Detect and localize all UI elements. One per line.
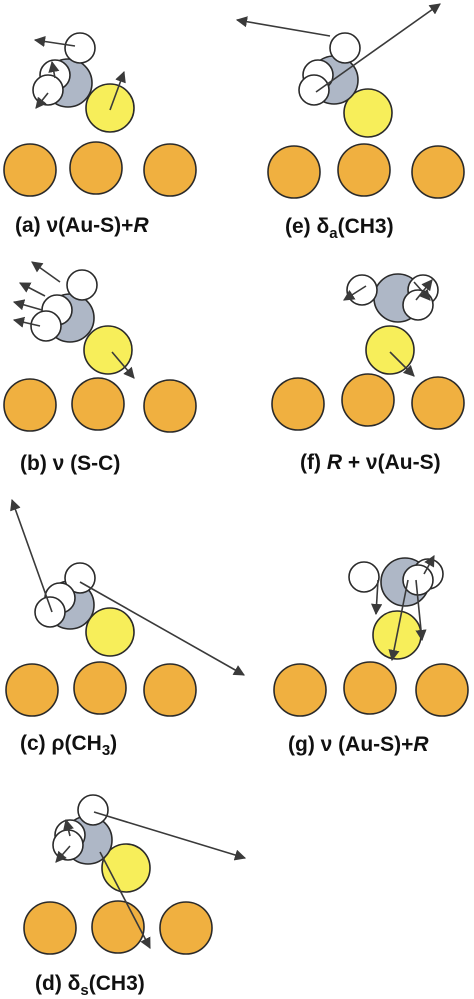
- displacement-arrow: [12, 316, 41, 328]
- panel-label-c: (c) ρ(CH3): [20, 732, 117, 759]
- gold-atom: [3, 143, 57, 197]
- displacement-arrow: [79, 581, 245, 676]
- gold-surface-atoms: [23, 900, 213, 955]
- gold-atom: [73, 661, 127, 715]
- gold-atom: [411, 376, 465, 430]
- displacement-arrow: [93, 811, 247, 861]
- panel-c: (c) ρ(CH3): [5, 498, 245, 759]
- displacement-arrows: [343, 279, 433, 377]
- gold-surface-atoms: [3, 377, 197, 433]
- displacement-arrows: [371, 555, 435, 662]
- hydrogen-atom: [30, 310, 62, 342]
- displacement-arrow: [12, 299, 43, 311]
- gold-atom: [5, 663, 59, 717]
- gold-atom: [341, 373, 395, 427]
- gold-atom: [415, 663, 469, 717]
- hydrogen-atom: [64, 32, 96, 64]
- gold-atom: [411, 145, 465, 199]
- panel-a: (a) ν(Au-S)+R: [3, 32, 197, 237]
- hydrogen-atom: [402, 289, 434, 321]
- displacement-arrow: [48, 60, 60, 79]
- displacement-arrows: [33, 35, 126, 111]
- gold-atom: [143, 663, 197, 717]
- hydrogen-atom: [348, 561, 380, 593]
- panel-label-d: (d) δs(CH3): [35, 972, 145, 999]
- gold-atom: [69, 141, 123, 195]
- displacement-arrow: [10, 498, 53, 613]
- gold-atom: [91, 900, 145, 954]
- displacement-arrow: [415, 579, 427, 642]
- displacement-arrow: [35, 92, 49, 109]
- gold-surface-atoms: [5, 661, 197, 717]
- hydrogen-atom: [32, 74, 64, 106]
- sulfur-atom: [343, 88, 393, 138]
- panel-label-g: (g) ν (Au-S)+R: [288, 733, 429, 756]
- panel-b: (b) ν (S-C): [3, 261, 197, 475]
- gold-atom: [71, 377, 125, 431]
- displacement-arrows: [235, 3, 441, 93]
- displacement-arrow: [19, 282, 46, 297]
- gold-atom: [337, 143, 391, 197]
- displacement-arrow: [99, 851, 151, 949]
- gold-atom: [3, 378, 57, 432]
- displacement-arrow: [111, 351, 135, 379]
- displacement-arrow: [389, 351, 415, 377]
- displacement-arrows: [55, 811, 247, 949]
- panel-label-f: (f) R + ν(Au-S): [300, 451, 441, 474]
- gold-atom: [273, 663, 327, 717]
- gold-surface-atoms: [273, 661, 469, 717]
- sulfur-atom: [365, 325, 415, 375]
- hydrogen-atom: [329, 32, 361, 64]
- displacement-arrow: [388, 579, 409, 662]
- gold-surface-atoms: [267, 143, 465, 199]
- displacement-arrow: [415, 279, 433, 301]
- hydrogen-atom: [346, 274, 378, 306]
- hydrogen-atom: [77, 794, 109, 826]
- gold-atom: [343, 661, 397, 715]
- gold-atom: [267, 145, 321, 199]
- displacement-arrow: [55, 845, 71, 863]
- displacement-arrow: [423, 555, 435, 575]
- displacement-arrow: [63, 818, 74, 837]
- hydrogen-atom: [298, 74, 330, 106]
- panel-e: (e) δa(CH3): [235, 3, 465, 242]
- panel-label-b: (b) ν (S-C): [20, 452, 120, 475]
- panel-d: (d) δs(CH3): [23, 794, 247, 999]
- displacement-arrow: [315, 3, 441, 93]
- gold-atom: [143, 379, 197, 433]
- displacement-arrow: [109, 70, 126, 111]
- displacement-arrow: [235, 16, 331, 37]
- hydrogen-atom: [34, 596, 66, 628]
- gold-atom: [159, 901, 213, 955]
- gold-surface-atoms: [271, 373, 465, 431]
- gold-atom: [271, 377, 325, 431]
- sulfur-atom: [85, 607, 135, 657]
- displacement-arrows: [12, 261, 135, 379]
- gold-atom: [143, 143, 197, 197]
- displacement-arrow: [371, 579, 383, 616]
- gold-atom: [23, 901, 77, 955]
- displacement-arrow: [31, 261, 61, 283]
- displacement-arrow: [343, 285, 367, 301]
- panel-label-a: (a) ν(Au-S)+R: [15, 214, 149, 237]
- panel-f: (f) R + ν(Au-S): [271, 273, 465, 474]
- displacement-arrows: [10, 498, 245, 676]
- hydrogen-atom: [66, 269, 98, 301]
- panel-label-e: (e) δa(CH3): [285, 215, 394, 242]
- displacement-arrow: [33, 35, 76, 48]
- panel-g: (g) ν (Au-S)+R: [273, 555, 469, 756]
- hydrogen-atom: [52, 829, 84, 861]
- gold-surface-atoms: [3, 141, 197, 197]
